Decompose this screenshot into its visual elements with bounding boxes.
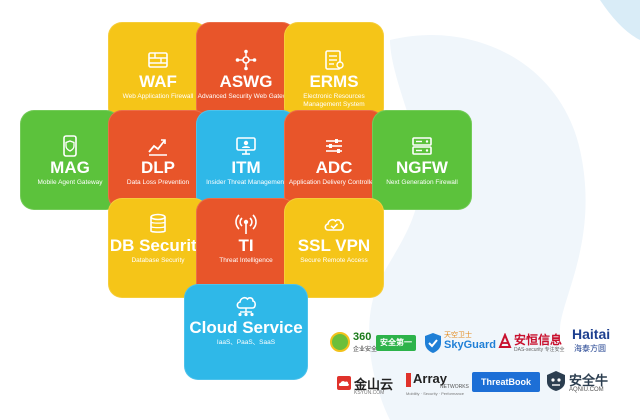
piece-cloud-service: Cloud Service IaaS、PaaS、SaaS bbox=[184, 284, 308, 380]
logo-anheng: 安恒信息 DAS-security 专注安全 bbox=[498, 330, 565, 356]
piece-itm: ITM Insider Threat Management bbox=[196, 110, 296, 210]
firewall-icon bbox=[148, 52, 168, 68]
logo-360: 360 企业安全 安全第一 bbox=[330, 330, 418, 356]
mobile-shield-icon bbox=[63, 135, 77, 157]
piece-erms: ERMS Electronic Resources Management Sys… bbox=[284, 22, 384, 122]
logo-array-sub: NETWORKS bbox=[440, 384, 469, 390]
piece-db-security-title: DB Security bbox=[109, 236, 207, 255]
piece-adc-title: ADC bbox=[315, 158, 353, 177]
logo-360-number: 360 bbox=[353, 331, 372, 343]
kingsoft-cloud-icon bbox=[337, 376, 351, 390]
logo-kingsoft-cloud: 金山云 KSYUN.COM bbox=[336, 372, 402, 398]
network-nodes-icon bbox=[235, 49, 257, 71]
piece-db-security-desc: Database Security bbox=[131, 257, 185, 264]
monitor-user-icon bbox=[236, 137, 256, 155]
logo-anquanniu: 安全牛 AQNIU.COM bbox=[546, 368, 632, 398]
piece-waf-desc: Web Application Firewall bbox=[122, 93, 194, 100]
logo-skyguard-name: SkyGuard bbox=[444, 339, 496, 351]
piece-ti: TI Threat Intelligence bbox=[196, 198, 296, 298]
logo-threatbook-name: ThreatBook bbox=[472, 372, 540, 392]
logo-array-name: Array bbox=[413, 371, 447, 386]
logo-kingsoft-sub: KSYUN.COM bbox=[354, 390, 385, 396]
logo-kingsoft-name: 金山云 bbox=[354, 377, 394, 392]
logo-haitai-sub: 海泰方圆 bbox=[574, 344, 606, 353]
cloud-network-icon bbox=[236, 296, 256, 317]
piece-aswg-title: ASWG bbox=[219, 72, 273, 91]
logo-array: Array NETWORKS Mobility · Security · Per… bbox=[406, 370, 469, 398]
piece-cloud-service-desc: IaaS、PaaS、SaaS bbox=[216, 339, 276, 346]
logo-360-badge bbox=[330, 332, 350, 352]
piece-db-security: DB Security Database Security bbox=[108, 198, 208, 298]
logo-360-tag: 安全第一 bbox=[376, 335, 416, 351]
logo-array-tag: Mobility · Security · Performance bbox=[406, 391, 465, 396]
logo-skyguard-cn: 天空卫士 bbox=[444, 332, 472, 339]
piece-adc: ADC Application Delivery Controllers bbox=[284, 110, 384, 210]
server-firewall-icon bbox=[412, 137, 432, 155]
logo-anquanniu-name: 安全牛 bbox=[569, 373, 609, 388]
cloud-shield-icon bbox=[324, 218, 344, 231]
document-icon bbox=[325, 50, 344, 70]
logo-array-mark bbox=[406, 373, 411, 387]
piece-ssl-vpn: SSL VPN Secure Remote Access bbox=[284, 198, 384, 298]
chart-lock-icon bbox=[148, 139, 167, 156]
piece-dlp-desc: Data Loss Prevention bbox=[126, 179, 190, 186]
piece-ngfw-desc: Next Generation Firewall bbox=[386, 179, 458, 186]
piece-dlp-title: DLP bbox=[141, 158, 175, 177]
logo-360-sub: 企业安全 bbox=[353, 347, 378, 353]
piece-aswg-desc: Advanced Security Web Gateway bbox=[197, 93, 295, 100]
piece-aswg: ASWG Advanced Security Web Gateway bbox=[196, 22, 296, 122]
anheng-mark-icon bbox=[498, 333, 512, 348]
logo-anheng-name: 安恒信息 bbox=[514, 333, 563, 347]
logo-skyguard: 天空卫士 SkyGuard bbox=[424, 330, 496, 356]
piece-erms-title: ERMS bbox=[309, 72, 359, 91]
anquanniu-helmet-icon bbox=[547, 371, 565, 391]
logo-haitai-name: Haitai bbox=[572, 326, 611, 342]
piece-itm-title: ITM bbox=[231, 158, 261, 177]
piece-adc-desc: Application Delivery Controllers bbox=[288, 179, 380, 186]
sliders-icon bbox=[326, 139, 342, 153]
piece-cloud-service-title: Cloud Service bbox=[189, 318, 303, 337]
piece-mag-title: MAG bbox=[50, 158, 90, 177]
logo-anheng-sub: DAS-security 专注安全 bbox=[514, 347, 565, 353]
logo-threatbook: ThreatBook bbox=[472, 372, 540, 392]
piece-erms-desc: Electronic Resources Management System bbox=[303, 93, 365, 108]
piece-waf: WAF Web Application Firewall bbox=[108, 22, 208, 122]
skyguard-shield-icon bbox=[425, 333, 441, 353]
piece-ti-title: TI bbox=[238, 236, 254, 255]
piece-dlp: DLP Data Loss Prevention bbox=[108, 110, 208, 210]
piece-ssl-vpn-title: SSL VPN bbox=[297, 236, 371, 255]
piece-ssl-vpn-desc: Secure Remote Access bbox=[300, 257, 368, 264]
piece-mag-desc: Mobile Agent Gateway bbox=[37, 179, 103, 186]
piece-ngfw: NGFW Next Generation Firewall bbox=[372, 110, 472, 210]
logo-haitai: Haitai 海泰方圆 bbox=[570, 326, 632, 356]
piece-ti-desc: Threat Intelligence bbox=[219, 257, 273, 264]
broadcast-icon bbox=[235, 214, 257, 234]
logo-anquanniu-sub: AQNIU.COM bbox=[569, 387, 604, 393]
piece-waf-title: WAF bbox=[139, 72, 177, 91]
piece-mag: MAG Mobile Agent Gateway bbox=[20, 110, 120, 210]
piece-itm-desc: Insider Threat Management bbox=[206, 179, 286, 186]
piece-ngfw-title: NGFW bbox=[396, 158, 448, 177]
database-icon bbox=[150, 213, 166, 233]
